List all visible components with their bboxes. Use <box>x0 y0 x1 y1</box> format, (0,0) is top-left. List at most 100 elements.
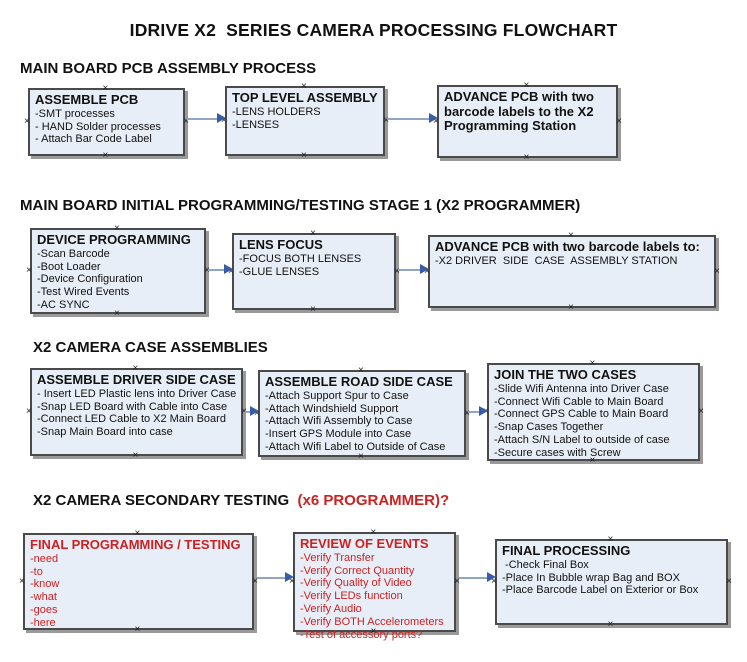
box-item: -Attach Support Spur to Case <box>265 389 409 402</box>
box-title: ADVANCE PCB with two barcode labels to t… <box>444 89 594 134</box>
box-item: -Insert GPS Module into Case <box>265 428 412 441</box>
arrow-line <box>387 118 431 120</box>
box-item: -Test Wired Events <box>37 286 130 299</box>
anchor-x-mark-icon: × <box>698 406 704 417</box>
box-item: -Check Final Box <box>502 558 589 571</box>
flow-box-assemble-pcb: ASSEMBLE PCB-SMT processes- HAND Solder … <box>24 84 189 161</box>
box-item: -to <box>30 565 43 578</box>
box-item: -Scan Barcode <box>37 247 110 260</box>
arrow-line <box>398 269 422 271</box>
box-item: -Connect GPS Cable to Main Board <box>494 408 669 421</box>
box-item: -LENSES <box>232 118 280 131</box>
box-item: -Slide Wifi Antenna into Driver Case <box>494 382 669 395</box>
anchor-x-mark-icon: × <box>523 152 530 163</box>
anchor-x-mark-icon: × <box>714 265 720 277</box>
flow-box-advance-pcb-driver-side: ADVANCE PCB with two barcode labels to:-… <box>424 231 720 313</box>
flow-box-final-processing: FINAL PROCESSING -Check Final Box-Place … <box>491 535 732 630</box>
anchor-x-mark-icon: × <box>568 302 574 313</box>
box-title: ASSEMBLE PCB <box>35 92 139 107</box>
box-item: -Place In Bubble wrap Bag and BOX <box>502 571 680 584</box>
box-title: ASSEMBLE DRIVER SIDE CASE <box>37 372 236 387</box>
box-item: -Secure cases with Screw <box>494 447 621 460</box>
arrow-line <box>468 411 481 413</box>
box-title: ASSEMBLE ROAD SIDE CASE <box>265 374 453 389</box>
arrow-head-icon <box>420 264 429 274</box>
box-item: -Boot Loader <box>37 260 101 273</box>
box-item: -Attach Wifi Assembly to Case <box>265 415 413 428</box>
box-item: -Attach Wifi Label to Outside of Case <box>265 441 446 454</box>
box-item: -Verify LEDs function <box>300 590 403 603</box>
arrow-head-icon <box>429 113 438 123</box>
box-item: -Connect LED Cable to X2 Main Board <box>37 413 226 426</box>
box-item: -here <box>30 617 56 630</box>
box-title: ADVANCE PCB with two barcode labels to: <box>435 239 700 254</box>
box-item: - Insert LED Plastic lens into Driver Ca… <box>37 387 237 400</box>
box-item: -know <box>30 578 60 591</box>
flow-box-assemble-driver-side-case: ASSEMBLE DRIVER SIDE CASE- Insert LED Pl… <box>26 364 247 461</box>
box-item: -X2 DRIVER SIDE CASE ASSEMBLY STATION <box>435 254 678 267</box>
flow-box-advance-pcb-programming-station: ADVANCE PCB with two barcode labels to t… <box>433 81 622 163</box>
box-item: -Verify Audio <box>300 603 362 616</box>
box-item: -Verify Correct Quantity <box>300 564 415 577</box>
section-header-initial-programming: MAIN BOARD INITIAL PROGRAMMING/TESTING S… <box>20 197 581 214</box>
box-item: -AC SYNC <box>37 299 90 312</box>
box-title: FINAL PROGRAMMING / TESTING <box>30 537 241 552</box>
anchor-x-mark-icon: × <box>726 576 732 587</box>
box-item: -FOCUS BOTH LENSES <box>239 252 362 265</box>
box-item: -Device Configuration <box>37 273 143 286</box>
anchor-x-mark-icon: × <box>132 450 139 461</box>
arrow-head-icon <box>285 572 294 582</box>
box-item: -goes <box>30 604 58 617</box>
box-item: -Attach S/N Label to outside of case <box>494 434 670 447</box>
box-title: FINAL PROCESSING <box>502 543 631 558</box>
box-item: - HAND Solder processes <box>35 120 161 133</box>
anchor-x-mark-icon: × <box>607 619 614 630</box>
anchor-x-mark-icon: × <box>310 304 316 315</box>
arrow-head-icon <box>224 264 233 274</box>
arrow-line <box>245 411 252 413</box>
section-header-case-assemblies: X2 CAMERA CASE ASSEMBLIES <box>33 339 268 356</box>
anchor-x-mark-icon: × <box>102 150 109 161</box>
arrow-line <box>187 118 219 120</box>
arrow-line <box>257 577 287 579</box>
arrow-line <box>459 577 489 579</box>
box-title: TOP LEVEL ASSEMBLY <box>232 90 378 105</box>
anchor-x-mark-icon: × <box>26 406 32 417</box>
anchor-x-mark-icon: × <box>301 150 307 161</box>
box-item: - Attach Bar Code Label <box>35 133 152 146</box>
flow-box-assemble-road-side-case: ASSEMBLE ROAD SIDE CASE-Attach Support S… <box>254 366 470 462</box>
box-title: LENS FOCUS <box>239 237 323 252</box>
flow-box-review-of-events: REVIEW OF EVENTS-Verify Transfer-Verify … <box>289 528 460 642</box>
section-header-secondary-testing: X2 CAMERA SECONDARY TESTING (x6 PROGRAMM… <box>33 492 449 509</box>
box-item: -Place Barcode Label on Exterior or Box <box>502 584 699 597</box>
arrow-line <box>208 269 226 271</box>
anchor-x-mark-icon: × <box>204 266 210 276</box>
flow-box-final-programming-testing: FINAL PROGRAMMING / TESTING-need-to-know… <box>19 529 258 635</box>
anchor-x-mark-icon: × <box>616 115 622 127</box>
anchor-x-mark-icon: × <box>394 265 400 277</box>
box-item: -LENS HOLDERS <box>232 105 321 118</box>
box-item: -need <box>30 552 59 565</box>
anchor-x-mark-icon: × <box>26 265 32 276</box>
flow-box-join-the-two-cases: JOIN THE TWO CASES-Slide Wifi Antenna in… <box>483 359 704 466</box>
page-title: IDRIVE X2 SERIES CAMERA PROCESSING FLOWC… <box>129 20 618 40</box>
anchor-x-mark-icon: × <box>24 116 30 127</box>
arrow-head-icon <box>479 406 488 416</box>
section-header-highlight: (x6 PROGRAMMER)? <box>297 492 450 509</box>
box-item: -Snap Main Board into case <box>37 426 173 439</box>
box-item: -Verify BOTH Accelerometers <box>300 616 444 629</box>
box-item: -Verify Quality of Video <box>300 577 412 590</box>
box-item: -Connect Wifi Cable to Main Board <box>494 395 664 408</box>
arrow-head-icon <box>487 572 496 582</box>
anchor-x-mark-icon: × <box>19 575 25 587</box>
box-item: -Snap Cases Together <box>494 421 604 434</box>
box-item: -Verify Transfer <box>300 551 375 564</box>
anchor-x-mark-icon: × <box>464 407 470 419</box>
flow-box-lens-focus: LENS FOCUS-FOCUS BOTH LENSES-GLUE LENSES… <box>228 229 400 315</box>
section-header-pcb-assembly: MAIN BOARD PCB ASSEMBLY PROCESS <box>20 60 317 77</box>
flow-box-top-level-assembly: TOP LEVEL ASSEMBLY-LENS HOLDERS-LENSES××… <box>221 82 389 161</box>
arrow-head-icon <box>217 113 226 123</box>
box-item: -Snap LED Board with Cable into Case <box>37 400 228 413</box>
box-item: -GLUE LENSES <box>239 265 320 278</box>
box-item: -Attach Windshield Support <box>265 402 399 415</box>
